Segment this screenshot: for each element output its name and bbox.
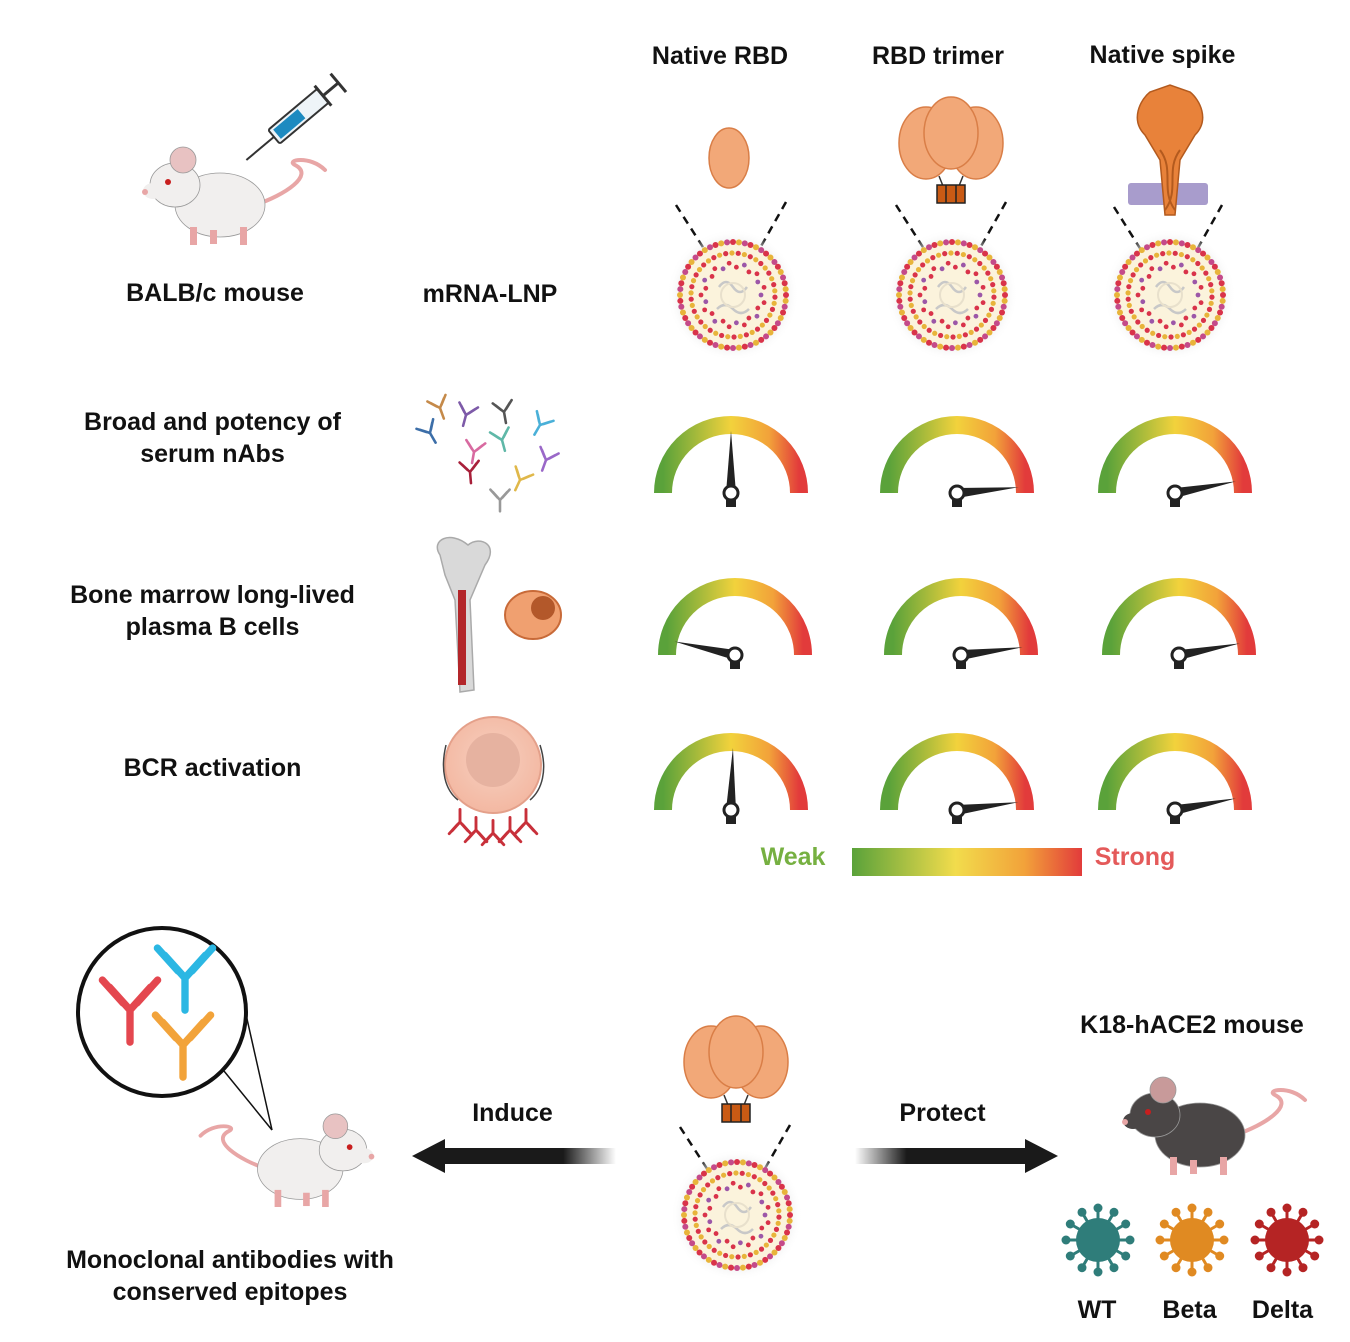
protect-label: Protect <box>899 1099 986 1127</box>
gauge-nabs-1 <box>880 416 1034 507</box>
lnp-native-rbd <box>667 229 799 361</box>
gauge-nabs-1-needle <box>956 487 1019 498</box>
antibody-9 <box>513 465 535 492</box>
antibody-2 <box>491 398 513 425</box>
strength-legend-bar <box>852 848 1082 876</box>
serum-nabs-label: Broad and potency of serum nAbs <box>84 408 341 468</box>
immunized-mouse-illustration <box>198 1113 375 1207</box>
balbc-mouse-illustration <box>142 146 327 245</box>
antibody-6 <box>488 426 510 453</box>
k18-mouse-label: K18-hACE2 mouse <box>1080 1011 1304 1039</box>
antibody-cyan <box>153 944 217 1014</box>
rbd-trimer-icon <box>898 96 1004 204</box>
native-spike-icon <box>1128 84 1208 216</box>
lnp-rbd-trimer <box>886 229 1018 361</box>
virus-wt-icon <box>1061 1203 1135 1277</box>
gauge-bcr-1-needle <box>956 802 1019 815</box>
variant-label-wt: WT <box>1077 1296 1117 1324</box>
gauge-plasma-1 <box>884 578 1038 669</box>
gauge-plasma-1-needle <box>960 647 1023 660</box>
gauge-bcr-2-needle <box>1174 798 1236 815</box>
bottom-lnp <box>671 1149 803 1281</box>
gauge-bcr-0 <box>654 733 808 824</box>
gauge-bcr-0-needle <box>726 748 736 811</box>
mrna-lnp-label: mRNA-LNP <box>422 280 558 308</box>
antibody-7 <box>539 445 560 472</box>
serum-antibodies-icon <box>415 393 560 513</box>
lnp-native-spike <box>1104 229 1236 361</box>
variant-label-delta: Delta <box>1251 1296 1314 1324</box>
protect-arrow <box>855 1139 1058 1173</box>
induce-arrow <box>412 1139 616 1173</box>
balbc-mouse-label: BALB/c mouse <box>126 279 304 307</box>
antibody-zoom-circle <box>76 926 273 1131</box>
variant-label-beta: Beta <box>1162 1296 1217 1324</box>
bcr-receptor-0 <box>447 807 473 836</box>
antibody-red <box>98 976 162 1046</box>
gauge-nabs-0 <box>654 416 808 507</box>
induce-label: Induce <box>472 1099 553 1127</box>
antibody-8 <box>458 459 480 485</box>
bcr-receptor-4 <box>513 807 539 836</box>
antibody-5 <box>465 438 487 465</box>
antibody-1 <box>458 401 480 428</box>
k18-hace2-mouse-illustration <box>1122 1076 1307 1175</box>
plasma-b-cells-label: Bone marrow long-lived plasma B cells <box>70 581 355 641</box>
legend-weak-label: Weak <box>760 843 826 871</box>
plasma-cell-icon <box>504 590 562 640</box>
gauge-plasma-2-needle <box>1178 643 1240 660</box>
virus-delta-icon <box>1250 1203 1324 1277</box>
gauge-bcr-2 <box>1098 733 1252 824</box>
bcr-cell-icon <box>442 716 545 847</box>
bcr-activation-label: BCR activation <box>123 754 302 782</box>
column-header-native-rbd: Native RBD <box>651 42 789 70</box>
column-header-rbd-trimer: RBD trimer <box>872 42 1004 70</box>
native-rbd-icon <box>708 127 750 189</box>
bone-marrow-icon <box>436 536 492 693</box>
antibody-3 <box>533 409 555 436</box>
gauge-plasma-0 <box>658 578 812 669</box>
gauge-plasma-2 <box>1102 578 1256 669</box>
legend-strong-label: Strong <box>1094 843 1176 871</box>
gauge-nabs-2-needle <box>1174 481 1236 498</box>
antibody-4 <box>415 417 437 444</box>
gauge-plasma-0-needle <box>674 641 737 660</box>
gauge-nabs-0-needle <box>726 431 736 493</box>
syringe-icon <box>245 72 348 161</box>
gauge-bcr-1 <box>880 733 1034 824</box>
antibody-orange <box>151 1011 215 1081</box>
monoclonal-antibodies-label: Monoclonal antibodies with conserved epi… <box>66 1246 394 1306</box>
bottom-rbd-trimer-icon <box>683 1015 789 1123</box>
bcr-receptor-2 <box>480 818 506 847</box>
virus-beta-icon <box>1155 1203 1229 1277</box>
gauge-nabs-2 <box>1098 416 1252 507</box>
column-header-native-spike: Native spike <box>1089 41 1236 69</box>
antibody-0 <box>426 393 447 420</box>
bcr-receptor-1 <box>463 815 489 844</box>
antibody-10 <box>489 488 511 513</box>
